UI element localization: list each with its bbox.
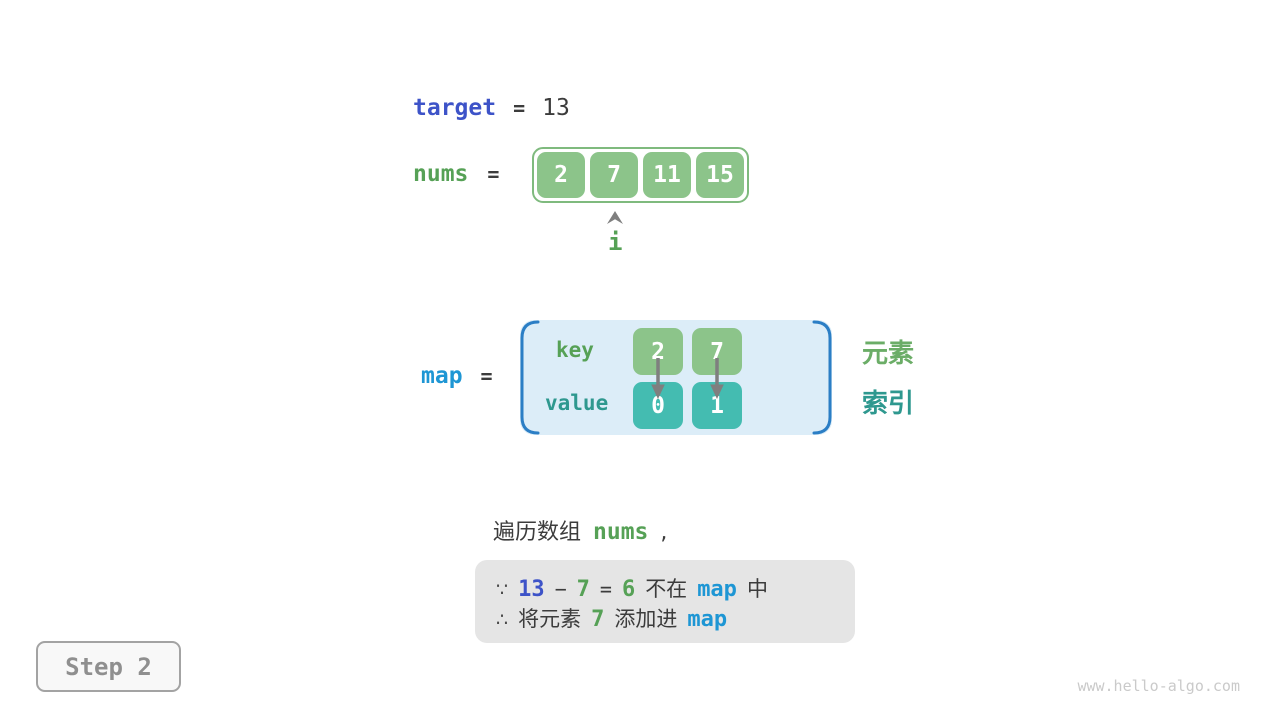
element-side-label: 元素	[862, 339, 915, 369]
up-arrow-icon	[607, 211, 623, 224]
map-label: map =	[421, 363, 493, 389]
equation-line-2: ∴ 将元素 7 添加进 map	[496, 603, 834, 633]
nums-cell-0: 2	[537, 152, 585, 198]
index-side-label: 索引	[862, 389, 915, 419]
nums-cell-3: 15	[696, 152, 744, 198]
map-value-label: value	[545, 391, 609, 415]
map-key-cell-1: 7	[692, 328, 742, 375]
map-value-cell-0: 0	[633, 382, 683, 429]
index-pointer-label: i	[608, 228, 623, 256]
caption-line: 遍历数组 nums ,	[493, 514, 667, 546]
nums-keyword: nums	[413, 161, 469, 187]
map-key-label: key	[556, 338, 594, 362]
map-container: key value 2 7 0 1	[520, 320, 832, 435]
map-keyword: map	[421, 363, 463, 389]
nums-cell-2: 11	[643, 152, 691, 198]
eq1-subtrahend: 7	[576, 577, 590, 602]
eq1-map-keyword: map	[697, 577, 737, 602]
equation-line-1: ∵ 13 − 7 = 6 不在 map 中	[496, 573, 834, 603]
target-equals: =	[513, 96, 526, 120]
eq1-minus: −	[554, 577, 567, 601]
caption-text: 遍历数组	[493, 520, 582, 545]
nums-array: 2 7 11 15	[532, 147, 749, 203]
eq1-equals: =	[599, 577, 612, 601]
eq1-minuend: 13	[518, 577, 545, 602]
eq1-not-in-text: 不在	[645, 577, 688, 601]
because-symbol: ∵	[496, 579, 509, 601]
eq2-prefix-text: 将元素	[518, 607, 582, 631]
step-badge: Step 2	[36, 641, 181, 692]
nums-label: nums =	[413, 161, 499, 187]
map-value-cell-1: 1	[692, 382, 742, 429]
caption-comma: ,	[660, 520, 668, 545]
equation-box: ∵ 13 − 7 = 6 不在 map 中 ∴ 将元素 7 添加进 map	[475, 560, 855, 643]
watermark: www.hello-algo.com	[1077, 677, 1240, 695]
map-equals: =	[480, 364, 493, 388]
eq2-action-text: 添加进	[614, 607, 678, 631]
map-key-cell-0: 2	[633, 328, 683, 375]
eq1-in-suffix: 中	[746, 577, 768, 601]
target-keyword: target	[413, 95, 497, 121]
nums-cell-1: 7	[590, 152, 638, 198]
target-line: target = 13	[413, 95, 570, 121]
eq1-difference: 6	[621, 577, 636, 602]
eq2-map-keyword: map	[687, 607, 728, 632]
caption-code: nums	[593, 519, 649, 545]
target-value: 13	[542, 95, 570, 121]
nums-equals: =	[487, 162, 500, 186]
therefore-symbol: ∴	[496, 609, 509, 631]
eq2-element: 7	[591, 607, 605, 632]
